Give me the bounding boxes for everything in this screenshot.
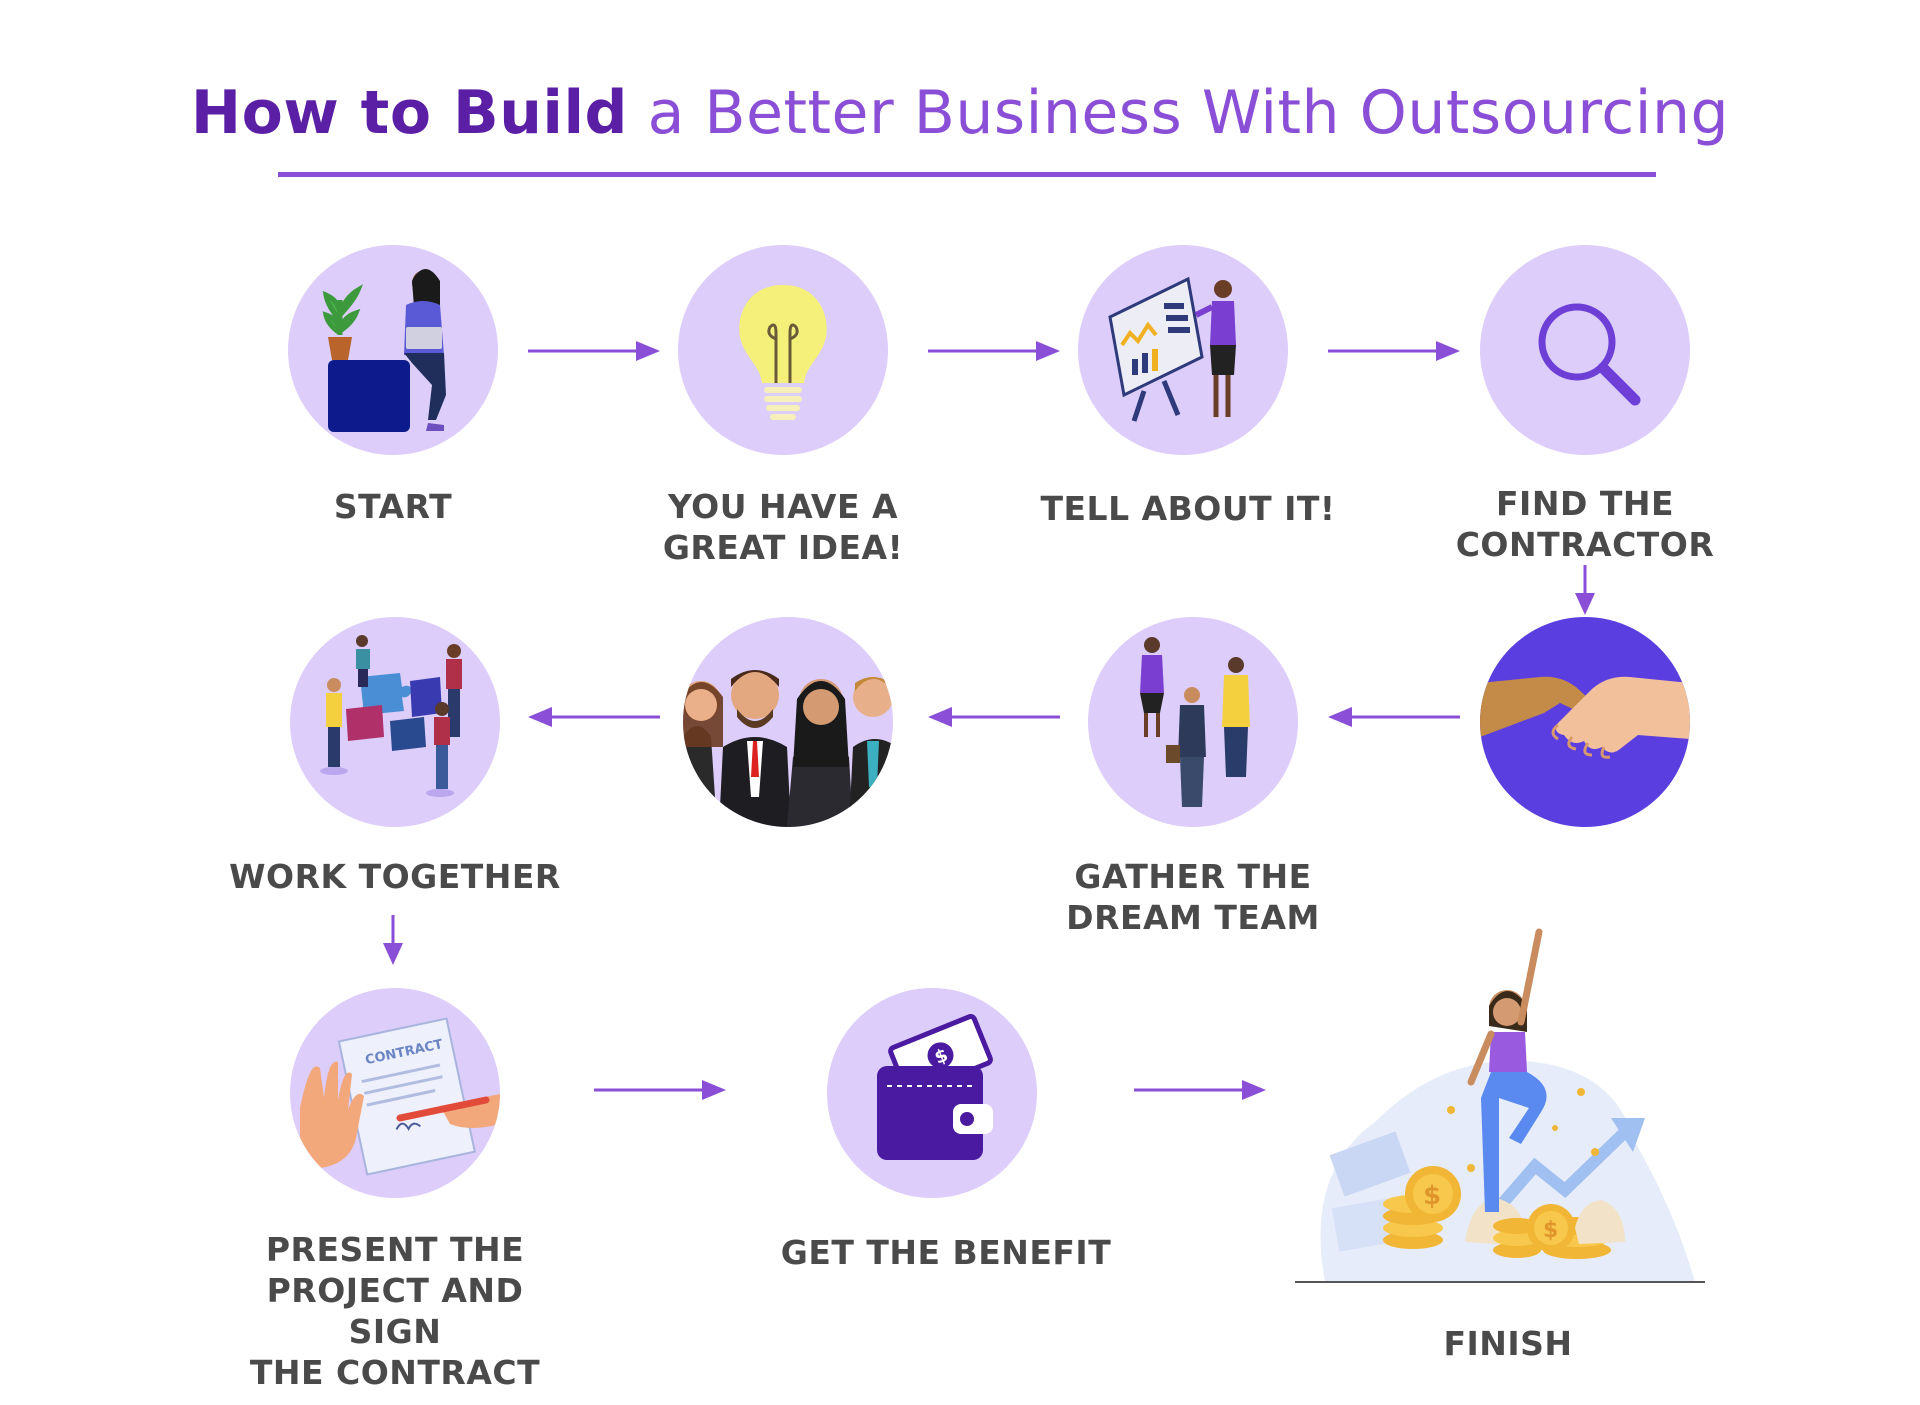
business-team-icon <box>683 670 893 827</box>
page-title: How to Build a Better Business With Outs… <box>0 78 1920 148</box>
woman-laptop-icon <box>322 269 446 432</box>
lightbulb-icon <box>739 285 827 420</box>
business-people-icon <box>1140 637 1250 807</box>
arrow-right <box>928 339 1060 363</box>
svg-text:$: $ <box>1423 1181 1441 1211</box>
benefit-label: GET THE BENEFIT <box>780 1233 1112 1272</box>
gather-node <box>1088 617 1298 827</box>
start-label: START <box>333 487 453 526</box>
tell-label: TELL ABOUT IT! <box>1040 489 1336 528</box>
idea-node <box>678 245 888 455</box>
tell-node <box>1078 245 1288 455</box>
title-underline <box>278 172 1656 177</box>
svg-text:$: $ <box>1543 1218 1558 1243</box>
arrow-right <box>594 1078 726 1102</box>
magnifier-icon <box>1538 303 1641 406</box>
puzzle-team-icon <box>320 635 462 797</box>
contract-node: CONTRACT <box>290 988 500 1198</box>
arrow-left <box>1328 705 1460 729</box>
work-node <box>290 617 500 827</box>
contract-signing-icon: CONTRACT <box>300 1017 500 1188</box>
arrow-right <box>1134 1078 1266 1102</box>
find-node <box>1480 245 1690 455</box>
success-woman-coins-icon: $ $ <box>1295 928 1705 1283</box>
team-node <box>683 617 893 827</box>
presentation-board-icon <box>1108 276 1236 422</box>
arrow-down <box>1573 565 1597 615</box>
arrow-down <box>381 915 405 965</box>
handshake-icon <box>1480 676 1690 759</box>
arrow-left <box>928 705 1060 729</box>
finish-label: FINISH <box>1443 1324 1573 1363</box>
work-label: WORK TOGETHER <box>229 857 561 896</box>
finish-illustration: $ $ <box>1295 912 1715 1294</box>
start-node <box>288 245 498 455</box>
arrow-right <box>528 339 660 363</box>
benefit-node: $ <box>827 988 1037 1198</box>
title-bold: How to Build <box>190 78 628 148</box>
wallet-money-icon: $ <box>877 1014 993 1160</box>
handshake-node <box>1480 617 1690 827</box>
title-regular: a Better Business With Outsourcing <box>647 78 1730 148</box>
arrow-right <box>1328 339 1460 363</box>
arrow-left <box>528 705 660 729</box>
